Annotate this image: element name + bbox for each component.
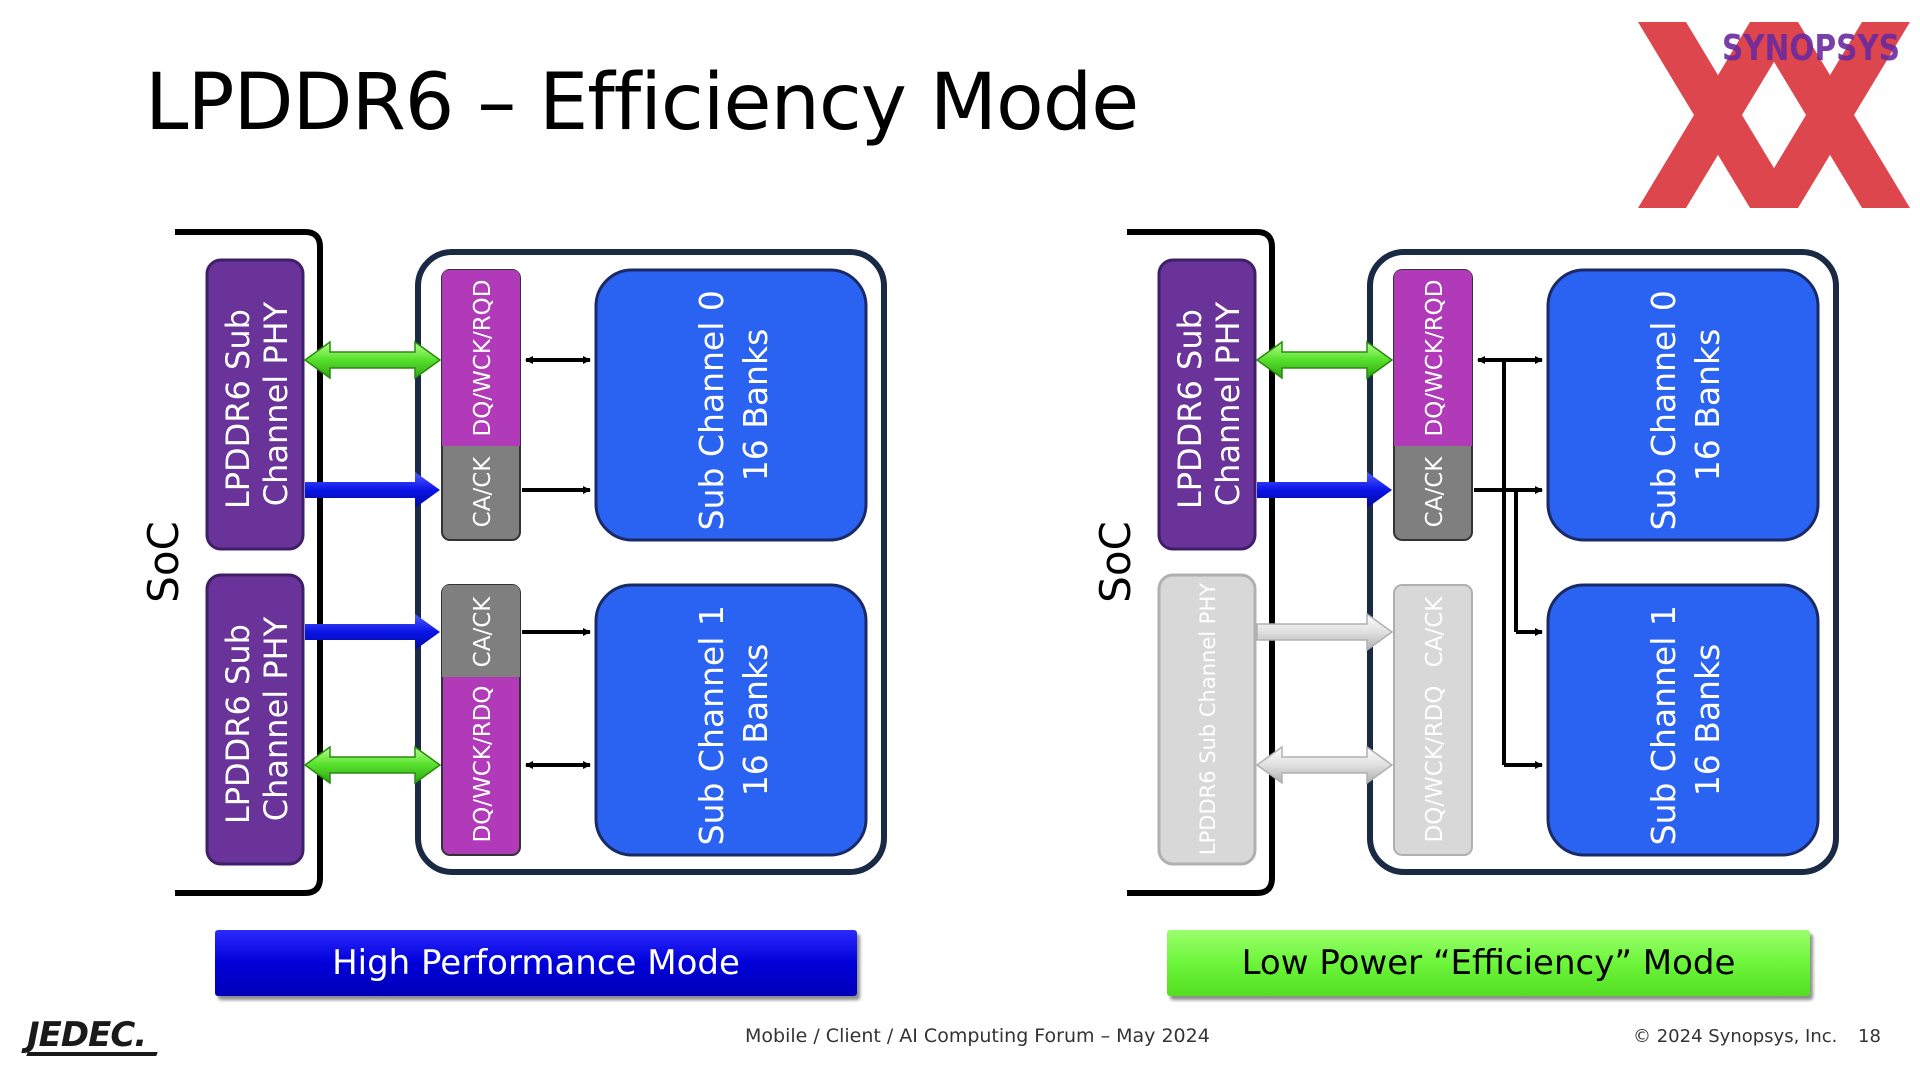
footer-copyright: © 2024 Synopsys, Inc. [1633,1026,1838,1047]
green-bidir-arrow-1 [303,745,442,785]
phy1-line1: LPDDR6 Sub [219,624,257,824]
soc-label-lp: SoC [1091,521,1140,603]
low-power-mode-label: Low Power “Efficiency” Mode [1167,930,1810,996]
logo-x-stroke-4 [1750,22,1910,208]
sub-channel-0: Sub Channel 0 16 Banks [594,268,868,542]
sub0-lp-line1: Sub Channel 0 [1644,290,1683,530]
gray-bidir-arrow-lp [1255,745,1394,785]
green-bidir-arrow-lp [1255,340,1394,380]
phy1-line2: Channel PHY [257,616,295,821]
dq-label-0: DQ/WCK/RQD [470,280,496,437]
sub0-lp-line2: 16 Banks [1688,329,1727,482]
shared-routing [1474,356,1543,769]
svg-text:Sub Channel 0 16 Ban: Sub Channel 0 16 Banks [1644,280,1727,531]
pin-group-upper: DQ/WCK/RQD CA/CK [441,269,521,541]
phy1-lp-label: LPDDR6 Sub Channel PHY [1196,583,1220,855]
synopsys-logo: SYNOPSYS [1638,22,1910,208]
sub1-line2: 16 Banks [736,644,775,797]
sub0-line1: Sub Channel 0 [692,290,731,530]
low-power-diagram: SoC LPDDR6 Sub Channel PHY LPDDR6 Sub Ch… [1091,229,1839,896]
sub-channel-0-lp: Sub Channel 0 16 Banks [1546,268,1820,542]
page-number: 18 [1858,1026,1881,1047]
logo-x-stroke-2 [1638,22,1798,208]
blue-arrow-lp [1257,472,1392,508]
dq-label-0-lp: DQ/WCK/RQD [1422,280,1448,437]
jedec-logo: JEDEC. [27,1015,147,1055]
slide-title: LPDDR6 – Efficiency Mode [145,58,1139,148]
logo-wordmark: SYNOPSYS [1722,28,1900,69]
sub0-line2: 16 Banks [736,329,775,482]
svg-text:LPDDR6 Sub Channel P: LPDDR6 Sub Channel PHY [219,614,295,824]
sub1-line1: Sub Channel 1 [692,605,731,845]
phy-block-0: LPDDR6 Sub Channel PHY [205,258,305,551]
phy-block-0-lp: LPDDR6 Sub Channel PHY [1157,258,1257,551]
phy-block-1-lp-inactive: LPDDR6 Sub Channel PHY [1157,573,1257,866]
dq-label-1: DQ/WCK/RDQ [470,686,496,843]
dram-package [415,249,887,875]
phy0-lp-line2: Channel PHY [1209,301,1247,506]
ca-label-0: CA/CK [470,456,496,528]
footer-event: Mobile / Client / AI Computing Forum – M… [745,1025,1210,1047]
soc-label: SoC [139,521,188,603]
green-bidir-arrow-0 [303,340,442,380]
sub-channel-1: Sub Channel 1 16 Banks [594,583,868,857]
ca-label-0-lp: CA/CK [1422,456,1448,528]
svg-text:LPDDR6 Sub Channel P: LPDDR6 Sub Channel PHY [1171,299,1247,509]
sub-channel-1-lp: Sub Channel 1 16 Banks [1546,583,1820,857]
svg-text:Sub Channel 0 16 Ban: Sub Channel 0 16 Banks [692,280,775,531]
pin-group-upper-lp: DQ/WCK/RQD CA/CK [1393,269,1473,541]
phy0-lp-line1: LPDDR6 Sub [1171,309,1209,509]
phy0-line2: Channel PHY [257,301,295,506]
ca-label-1-lp: CA/CK [1422,596,1448,668]
svg-text:Sub Channel 1 16 Ban: Sub Channel 1 16 Banks [1644,595,1727,846]
dq-label-1-lp: DQ/WCK/RDQ [1422,686,1448,843]
sub1-lp-line1: Sub Channel 1 [1644,605,1683,845]
blue-arrow-1 [305,614,440,650]
ca-label-1: CA/CK [470,596,496,668]
high-performance-mode-label: High Performance Mode [215,930,857,996]
svg-text:LPDDR6 Sub Channel P: LPDDR6 Sub Channel PHY [219,299,295,509]
soc-bracket-lp [1127,229,1275,896]
sub1-lp-line2: 16 Banks [1688,644,1727,797]
pin-group-lower: CA/CK DQ/WCK/RDQ [441,584,521,856]
phy-block-1: LPDDR6 Sub Channel PHY [205,573,305,866]
blue-arrow-0 [305,472,440,508]
gray-arrow-lp [1256,612,1394,652]
svg-text:Sub Channel 1 16 Ban: Sub Channel 1 16 Banks [692,595,775,846]
jedec-logo-underline [26,1052,158,1056]
pin-group-lower-lp-inactive: CA/CK DQ/WCK/RDQ [1393,584,1473,856]
dram-package-lp [1367,249,1839,875]
high-performance-diagram: SoC LPDDR6 Sub Channel PHY LPDDR6 Sub Ch… [139,229,887,896]
phy0-line1: LPDDR6 Sub [219,309,257,509]
soc-bracket [175,229,323,896]
